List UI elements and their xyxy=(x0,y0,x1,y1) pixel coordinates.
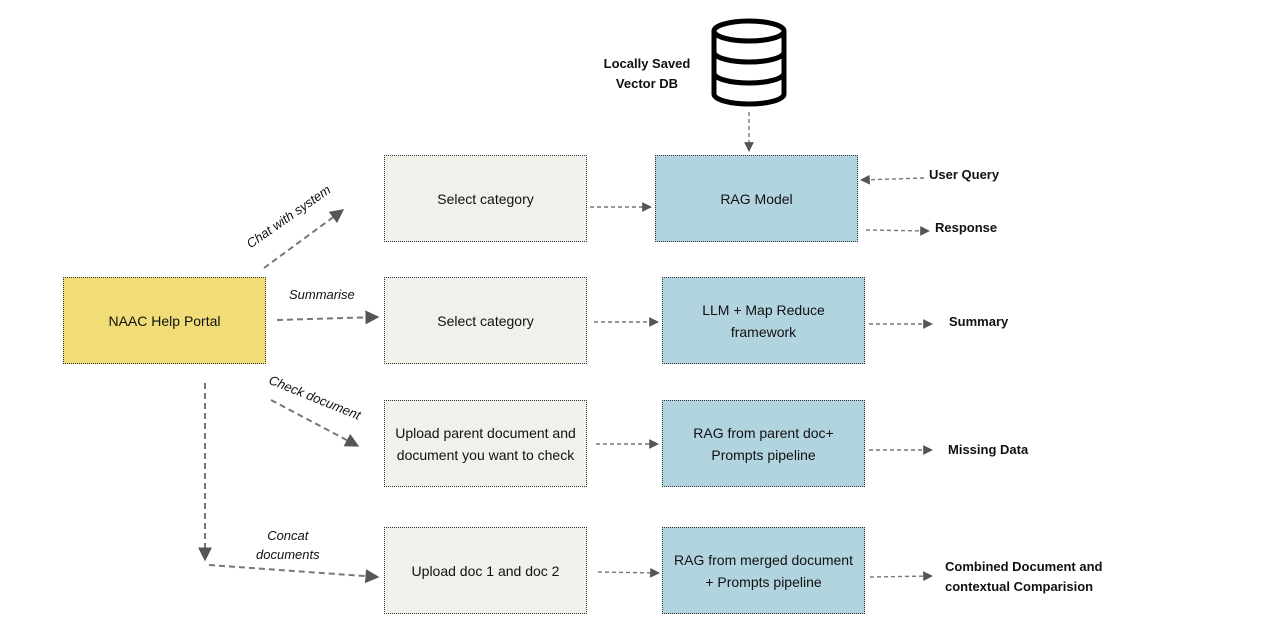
arrow-portal-chat xyxy=(263,209,345,269)
rag-merged-document-node: RAG from merged document + Prompts pipel… xyxy=(662,527,865,614)
combined-document-label: Combined Document and contextual Compari… xyxy=(945,557,1102,597)
combined-document-label-line2: contextual Comparision xyxy=(945,579,1094,594)
upload-parent-document-label: Upload parent document and document you … xyxy=(395,424,576,463)
database-icon xyxy=(711,18,787,107)
arrow-portal-concat xyxy=(208,564,380,584)
user-query-label: User Query xyxy=(929,167,1000,182)
arrow-portal-summarise xyxy=(276,310,380,325)
edge-label-concat-line2: documents xyxy=(256,547,320,562)
missing-data-label: Missing Data xyxy=(948,442,1029,457)
arrow-rag-to-response xyxy=(865,225,930,236)
rag-merged-document-label: RAG from merged document + Prompts pipel… xyxy=(674,551,853,590)
naac-help-portal-node: NAAC Help Portal xyxy=(63,277,266,364)
llm-map-reduce-node: LLM + Map Reduce framework xyxy=(662,277,865,364)
chat-select-category-node: Select category xyxy=(384,155,587,242)
arrow-docs-to-ragmerged xyxy=(597,567,660,578)
rag-parent-doc-label: RAG from parent doc+ Prompts pipeline xyxy=(693,424,834,463)
upload-parent-document-node: Upload parent document and document you … xyxy=(384,400,587,487)
upload-doc1-doc2-node: Upload doc 1 and doc 2 xyxy=(384,527,587,614)
arrow-portal-check xyxy=(270,399,360,447)
response-label: Response xyxy=(935,220,998,235)
summary-label: Summary xyxy=(949,314,1009,329)
edge-label-concat-line1: Concat xyxy=(267,528,309,543)
edge-label-summarise: Summarise xyxy=(289,287,355,302)
vector-db-label-line2: Vector DB xyxy=(615,76,679,91)
upload-doc1-doc2-label: Upload doc 1 and doc 2 xyxy=(411,562,560,579)
summarise-select-category-label: Select category xyxy=(437,312,534,329)
rag-model-label: RAG Model xyxy=(720,190,793,207)
chat-select-category-label: Select category xyxy=(437,190,534,207)
combined-document-label-line1: Combined Document and xyxy=(945,559,1103,574)
rag-model-node: RAG Model xyxy=(655,155,858,242)
rag-parent-doc-node: RAG from parent doc+ Prompts pipeline xyxy=(662,400,865,487)
arrow-query-to-rag xyxy=(860,174,925,185)
naac-help-portal-label: NAAC Help Portal xyxy=(108,312,221,329)
summarise-select-category-node: Select category xyxy=(384,277,587,364)
llm-map-reduce-label: LLM + Map Reduce framework xyxy=(702,301,825,340)
edge-label-concat: Concat documents xyxy=(256,526,320,564)
vector-db-label: Locally Saved Vector DB xyxy=(587,54,707,94)
arrow-ragmerged-to-combined xyxy=(869,571,933,582)
vector-db-label-line1: Locally Saved xyxy=(603,56,691,71)
